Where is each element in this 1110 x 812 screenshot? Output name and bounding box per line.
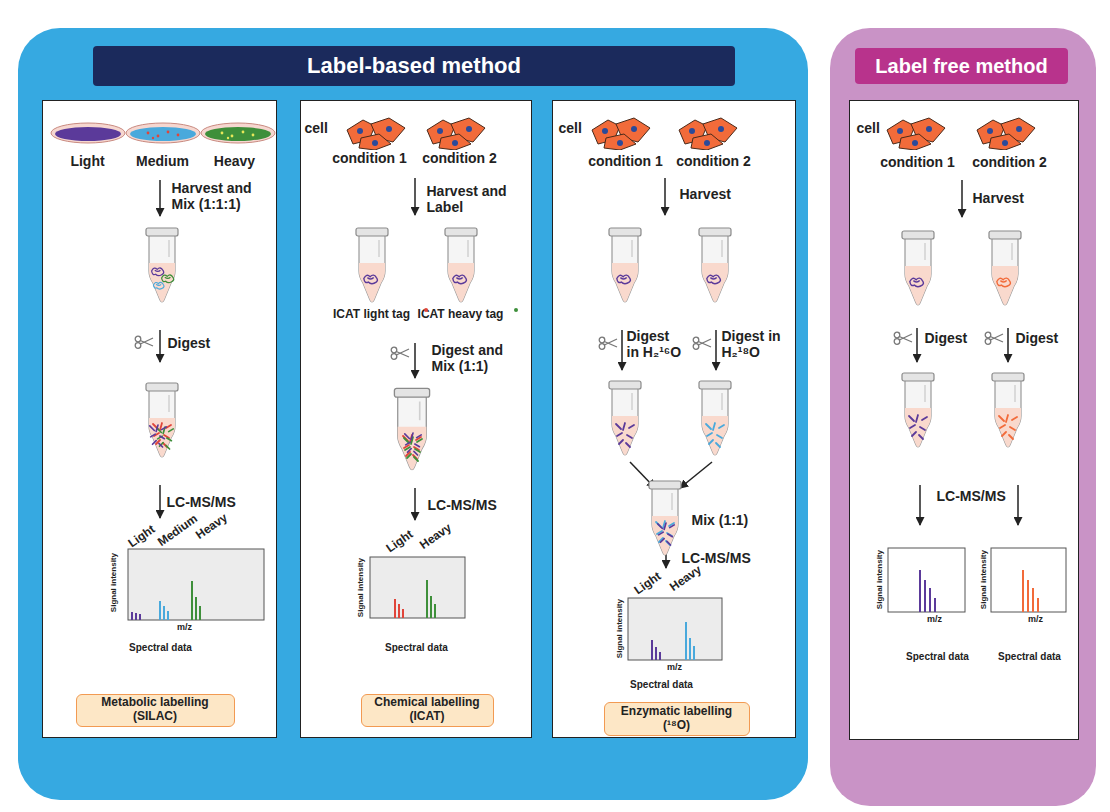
step-label: Harvest and Mix (1:1:1) <box>172 180 264 212</box>
axis-label: m/z <box>1021 614 1051 624</box>
axis-label: Signal intensity <box>356 552 365 622</box>
method-caption-box: Chemical labelling (ICAT) <box>361 694 494 727</box>
axis-label: Signal intensity <box>875 544 884 614</box>
workflow-panel: cell condition 1condition 2 Harvest and La… <box>300 100 532 738</box>
step-label: Digest and Mix (1:1) <box>432 342 520 374</box>
text-label: condition 1 <box>873 154 963 170</box>
workflow-panel: cell condition 1condition 2 HarvestDigest … <box>552 100 796 738</box>
text-label: Heavy <box>205 153 265 169</box>
text-label: cell <box>305 120 345 136</box>
method-band: Label-based methodLightMediumHeavyHarves… <box>18 28 808 800</box>
axis-label: Signal intensity <box>109 547 118 617</box>
workflow-panel: Light Medium HeavyHarvest and Mix (1:1:1) D… <box>42 100 277 738</box>
section-header: Label free method <box>855 48 1068 84</box>
peak-label: Light <box>626 566 670 603</box>
axis-label: Signal intensity <box>615 593 624 663</box>
chart-caption: Spectral data <box>990 651 1070 663</box>
text-label: Medium <box>128 153 198 169</box>
text-label: condition 2 <box>668 153 760 169</box>
peak-label: Heavy <box>662 560 709 599</box>
section-header: Label-based method <box>93 46 735 86</box>
step-label: Mix (1:1) <box>692 512 772 528</box>
axis-label: m/z <box>660 662 690 672</box>
peak-label: Light <box>378 524 422 561</box>
chart-caption: Spectral data <box>377 642 457 654</box>
step-label: LC-MS/MS <box>428 497 518 513</box>
step-label: LC-MS/MS <box>167 494 257 510</box>
step-label: Digest in H₂¹⁶O <box>627 328 685 360</box>
text-label: Light <box>58 153 118 169</box>
chart-caption: Spectral data <box>121 642 201 654</box>
text-label: ICAT light tag <box>322 308 422 322</box>
method-caption-box: Enzymatic labelling (¹⁸O) <box>604 702 750 736</box>
method-caption: Enzymatic labelling (¹⁸O) <box>604 702 750 736</box>
text-label: C <box>402 410 422 428</box>
step-label: Harvest <box>973 190 1043 206</box>
method-band: Label free method cell condition 1conditio… <box>830 28 1096 806</box>
method-caption: Chemical labelling (ICAT) <box>361 694 494 727</box>
text-label: ICAT heavy tag <box>411 308 511 322</box>
step-label: Harvest and Label <box>427 183 519 215</box>
workflow-panel: cell condition 1condition 2 HarvestDigest D… <box>849 100 1079 740</box>
text-label: condition 1 <box>580 153 672 169</box>
step-label: Harvest <box>680 186 750 202</box>
step-label: Digest <box>925 330 985 346</box>
text-label: condition 1 <box>325 150 415 166</box>
text-label: cell <box>857 120 897 136</box>
text-label: cell <box>559 120 599 136</box>
text-label: condition 2 <box>965 154 1055 170</box>
method-caption: Metabolic labelling (SILAC) <box>76 694 235 727</box>
text-label: condition 2 <box>415 150 505 166</box>
axis-label: m/z <box>170 622 200 632</box>
peak-label: Heavy <box>412 518 459 557</box>
axis-label: m/z <box>920 614 950 624</box>
axis-label: Signal intensity <box>979 544 988 614</box>
step-label: Digest in H₂¹⁸O <box>722 328 782 360</box>
chart-caption: Spectral data <box>622 679 702 691</box>
step-label: Digest <box>1016 330 1076 346</box>
chart-caption: Spectral data <box>898 651 978 663</box>
method-caption-box: Metabolic labelling (SILAC) <box>76 694 235 727</box>
step-label: LC-MS/MS <box>937 488 1017 504</box>
step-label: Digest <box>168 335 228 351</box>
